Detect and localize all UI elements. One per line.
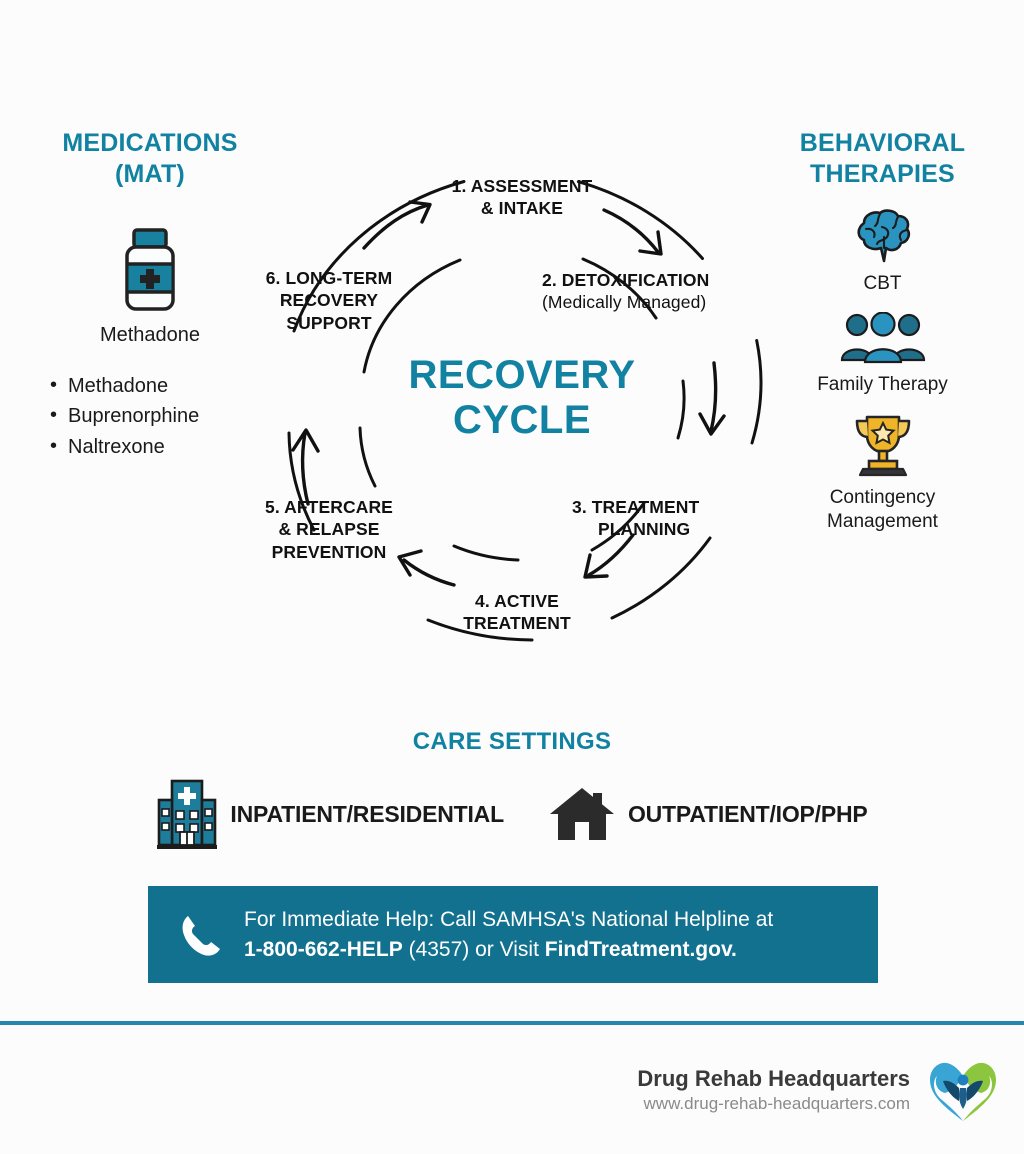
cycle-step-6: 6. LONG-TERM RECOVERY SUPPORT: [234, 267, 424, 334]
care-settings-row: INPATIENT/RESIDENTIAL OUTPATIENT/IOP/PHP: [0, 778, 1024, 850]
outer-arc-6-1: [292, 180, 466, 333]
cycle-title-line1: RECOVERY: [408, 353, 636, 397]
outer-arc-1-2: [576, 180, 704, 260]
therapy-label: Family Therapy: [817, 373, 948, 395]
medicine-vial-caption: Methadone: [99, 323, 201, 346]
phone-icon: [182, 915, 220, 956]
inner-arc-3-4: [590, 501, 646, 552]
cycle-step-2-sub: (Medically Managed): [542, 292, 707, 313]
trophy-icon: [855, 415, 910, 477]
house-icon: [549, 788, 614, 840]
footer: Drug Rehab Headquarters www.drug-rehab-h…: [637, 1055, 1000, 1125]
care-settings-section: CARE SETTINGS: [0, 728, 1024, 850]
helpline-visit-text: or Visit: [475, 937, 545, 961]
list-item: Methadone: [50, 370, 280, 402]
medications-heading: MEDICATIONS (MAT): [20, 128, 280, 191]
arrow-5-to-6: [291, 428, 320, 506]
outer-arc-4-5: [426, 618, 534, 642]
inner-arc-4-5: [452, 544, 520, 562]
footer-text: Drug Rehab Headquarters www.drug-rehab-h…: [637, 1066, 910, 1114]
medications-heading-line1: MEDICATIONS: [62, 129, 238, 157]
cycle-step-2: 2. DETOXIFICATION (Medically Managed): [542, 269, 812, 314]
family-group-icon: [840, 311, 925, 363]
care-item-inpatient: INPATIENT/RESIDENTIAL: [156, 778, 504, 850]
cycle-step-5-line2: & RELAPSE: [278, 519, 380, 540]
list-item: Buprenorphine: [50, 400, 280, 432]
cycle-step-6-line3: SUPPORT: [286, 312, 372, 333]
helpline-text: For Immediate Help: Call SAMHSA's Nation…: [244, 905, 773, 965]
care-settings-heading: CARE SETTINGS: [412, 728, 612, 755]
care-item-outpatient: OUTPATIENT/IOP/PHP: [548, 785, 868, 843]
therapies-heading-line1: BEHAVIORAL: [799, 129, 966, 157]
cycle-step-5-line3: PREVENTION: [271, 541, 387, 562]
therapy-label-line1: Contingency: [829, 487, 936, 509]
cycle-rings-and-arrows: [287, 180, 763, 642]
heart-people-logo: [930, 1062, 996, 1121]
footer-divider: [0, 1021, 1024, 1025]
hospital-icon: [157, 779, 218, 849]
inner-arc-1-2: [581, 257, 658, 320]
therapy-item-cbt: CBT: [755, 207, 1010, 296]
behavioral-therapies-section: BEHAVIORAL THERAPIES CBT: [755, 128, 1010, 535]
list-item: Naltrexone: [50, 431, 280, 463]
cycle-step-6-line2: RECOVERY: [279, 290, 379, 311]
arrow-1-to-2: [602, 208, 663, 256]
cycle-step-2-line1: 2. DETOXIFICATION: [542, 270, 710, 290]
cycle-step-3-line2: PLANNING: [598, 519, 691, 540]
inner-arc-5-6: [358, 426, 377, 488]
therapy-label: CBT: [863, 272, 902, 294]
therapy-item-contingency: Contingency Management: [755, 413, 1010, 535]
outer-arc-5-6: [287, 431, 316, 532]
helpline-website-link[interactable]: FindTreatment.gov.: [544, 937, 737, 961]
outer-arc-2-3: [750, 339, 763, 445]
arrow-4-to-5: [397, 549, 456, 587]
arrow-6-to-1: [362, 200, 432, 250]
helpline-phone-ext: (4357): [402, 937, 476, 961]
cycle-step-4-line1: 4. ACTIVE: [475, 591, 559, 611]
cycle-step-1: 1. ASSESSMENT & INTAKE: [400, 175, 644, 220]
outer-arc-3-4: [610, 536, 712, 620]
brain-icon: [856, 208, 910, 262]
cycle-step-6-line1: 6. LONG-TERM: [265, 268, 393, 288]
cycle-title-line2: CYCLE: [452, 397, 592, 442]
helpline-phone-number[interactable]: 1-800-662-HELP: [244, 937, 403, 961]
cycle-step-3-line1: 3. TREATMENT: [572, 497, 700, 517]
arrow-3-to-4: [583, 533, 635, 579]
cycle-step-1-line2: & INTAKE: [480, 198, 564, 219]
footer-website-url[interactable]: www.drug-rehab-headquarters.com: [643, 1094, 910, 1113]
medications-section: MEDICATIONS (MAT) Methadone Methadone Bu…: [20, 128, 280, 462]
therapy-label-line2: Management: [827, 511, 938, 533]
cycle-step-4-line2: TREATMENT: [463, 613, 571, 634]
cycle-step-5-line1: 5. AFTERCARE: [265, 497, 393, 517]
cycle-step-3: 3. TREATMENT PLANNING: [572, 496, 772, 541]
therapy-item-family: Family Therapy: [755, 311, 1010, 397]
inner-arc-2-3: [676, 379, 686, 440]
care-label-outpatient: OUTPATIENT/IOP/PHP: [627, 800, 868, 827]
therapy-label: Contingency Management: [755, 486, 1010, 535]
arrow-2-to-3: [698, 361, 726, 436]
cycle-step-5: 5. AFTERCARE & RELAPSE PREVENTION: [234, 496, 424, 563]
helpline-banner[interactable]: For Immediate Help: Call SAMHSA's Nation…: [148, 886, 878, 983]
medications-heading-line2: (MAT): [115, 160, 185, 189]
cycle-step-4: 4. ACTIVE TREATMENT: [417, 590, 617, 635]
inner-arc-6-1: [362, 258, 462, 374]
cycle-step-1-line1: 1. ASSESSMENT: [451, 176, 593, 196]
footer-brand-name: Drug Rehab Headquarters: [637, 1066, 910, 1091]
therapies-heading: BEHAVIORAL THERAPIES: [755, 128, 1010, 191]
recovery-cycle-diagram: RECOVERY CYCLE 1. ASSESSMENT & INTAKE 2.…: [232, 148, 812, 668]
helpline-line1: For Immediate Help: Call SAMHSA's Nation…: [244, 907, 774, 931]
helpline-line2: 1-800-662-HELP (4357) or Visit FindTreat…: [244, 935, 773, 965]
cycle-center-title: RECOVERY CYCLE: [232, 353, 812, 443]
medication-list: Methadone Buprenorphine Naltrexone: [20, 370, 280, 463]
therapies-heading-line2: THERAPIES: [810, 160, 955, 189]
medicine-vial-icon: [125, 227, 175, 311]
medicine-vial-icon-wrap: [20, 227, 280, 318]
care-label-inpatient: INPATIENT/RESIDENTIAL: [230, 800, 504, 827]
